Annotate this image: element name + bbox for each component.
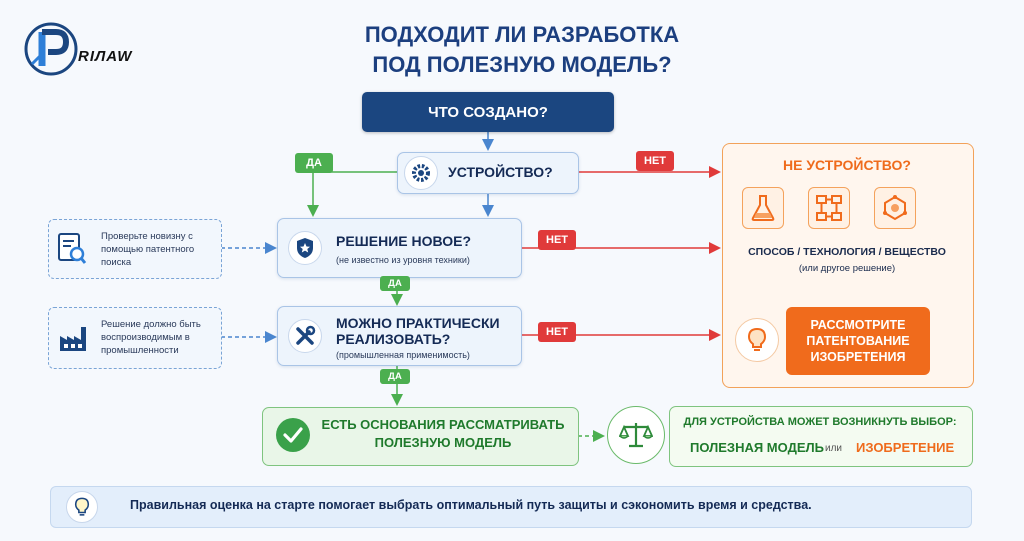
document-search-icon [57,232,87,271]
not-device-line-2: (или другое решение) [798,263,896,274]
badge-no-novelty: НЕТ [538,230,576,250]
not-device-line-1: СПОСОБ / ТЕХНОЛОГИЯ / ВЕЩЕСТВО [748,246,946,258]
choice-title: ДЛЯ УСТРОЙСТВА МОЖЕТ ВОЗНИКНУТЬ ВЫБОР: [683,416,957,428]
footer-note [50,486,972,528]
factory-icon [57,322,89,359]
lightbulb-icon [735,318,779,362]
consider-invention-button: РАССМОТРИТЕ ПАТЕНТОВАНИЕ ИЗОБРЕТЕНИЯ [786,307,930,375]
brand-name: RIЛAW [78,48,133,65]
badge-no-device: НЕТ [636,151,674,171]
novelty-hint: Проверьте новизну с помощью патентного п… [48,219,222,279]
gear-icon [404,156,438,190]
practical-node: МОЖНО ПРАКТИЧЕСКИ РЕАЛИЗОВАТЬ? (промышле… [277,306,522,366]
check-icon [276,418,310,452]
shield-star-icon [288,231,322,265]
practical-title-line-2: РЕАЛИЗОВАТЬ? [336,331,451,347]
tools-icon [288,319,322,353]
footer-text: Правильная оценка на старте помогает выб… [130,498,812,512]
device-node: УСТРОЙСТВО? [397,152,579,194]
brand-logo [24,18,80,78]
choice-option-utility-model: ПОЛЕЗНАЯ МОДЕЛЬ [690,440,824,455]
arrow-device-yes [307,171,397,217]
badge-yes-device: ДА [295,153,333,173]
start-node: ЧТО СОЗДАНО? [362,92,614,132]
novelty-title: РЕШЕНИЕ НОВОЕ? [336,233,472,249]
badge-yes-novelty: ДА [380,276,410,291]
novelty-node: РЕШЕНИЕ НОВОЕ? (не известно из уровня те… [277,218,522,278]
novelty-hint-text: Проверьте новизну с помощью патентного п… [101,231,195,268]
start-label: ЧТО СОЗДАНО? [428,103,548,121]
choice-or: или [825,443,843,454]
practical-hint-text: Решение должно быть воспроизводимым в пр… [101,319,201,356]
badge-no-practical: НЕТ [538,322,576,342]
footer-lightbulb-icon [66,491,98,523]
molecule-icon [874,187,916,229]
practical-hint: Решение должно быть воспроизводимым в пр… [48,307,222,369]
title-line-2: ПОД ПОЛЕЗНУЮ МОДЕЛЬ? [372,52,672,77]
practical-title-line-1: МОЖНО ПРАКТИЧЕСКИ [336,315,500,331]
logo-mark-icon [24,22,78,76]
badge-yes-practical: ДА [380,369,410,384]
device-label: УСТРОЙСТВО? [448,164,553,180]
choice-option-invention: ИЗОБРЕТЕНИЕ [856,440,955,455]
flask-icon [742,187,784,229]
title-line-1: ПОДХОДИТ ЛИ РАЗРАБОТКА [364,22,680,47]
scales-icon [607,406,665,464]
result-node [262,407,579,466]
flowchart-icon [808,187,850,229]
consider-invention-label: РАССМОТРИТЕ ПАТЕНТОВАНИЕ ИЗОБРЕТЕНИЯ [806,318,910,364]
result-text: ЕСТЬ ОСНОВАНИЯ РАССМАТРИВАТЬ ПОЛЕЗНУЮ МО… [321,417,565,450]
choice-panel [669,406,973,467]
page-title: ПОДХОДИТ ЛИ РАЗРАБОТКА ПОД ПОЛЕЗНУЮ МОДЕ… [300,20,744,80]
not-device-title: НЕ УСТРОЙСТВО? [783,157,911,173]
practical-title: МОЖНО ПРАКТИЧЕСКИ РЕАЛИЗОВАТЬ? [336,315,500,347]
practical-subtitle: (промышленная применимость) [336,350,470,360]
novelty-subtitle: (не известно из уровня техники) [336,255,470,265]
